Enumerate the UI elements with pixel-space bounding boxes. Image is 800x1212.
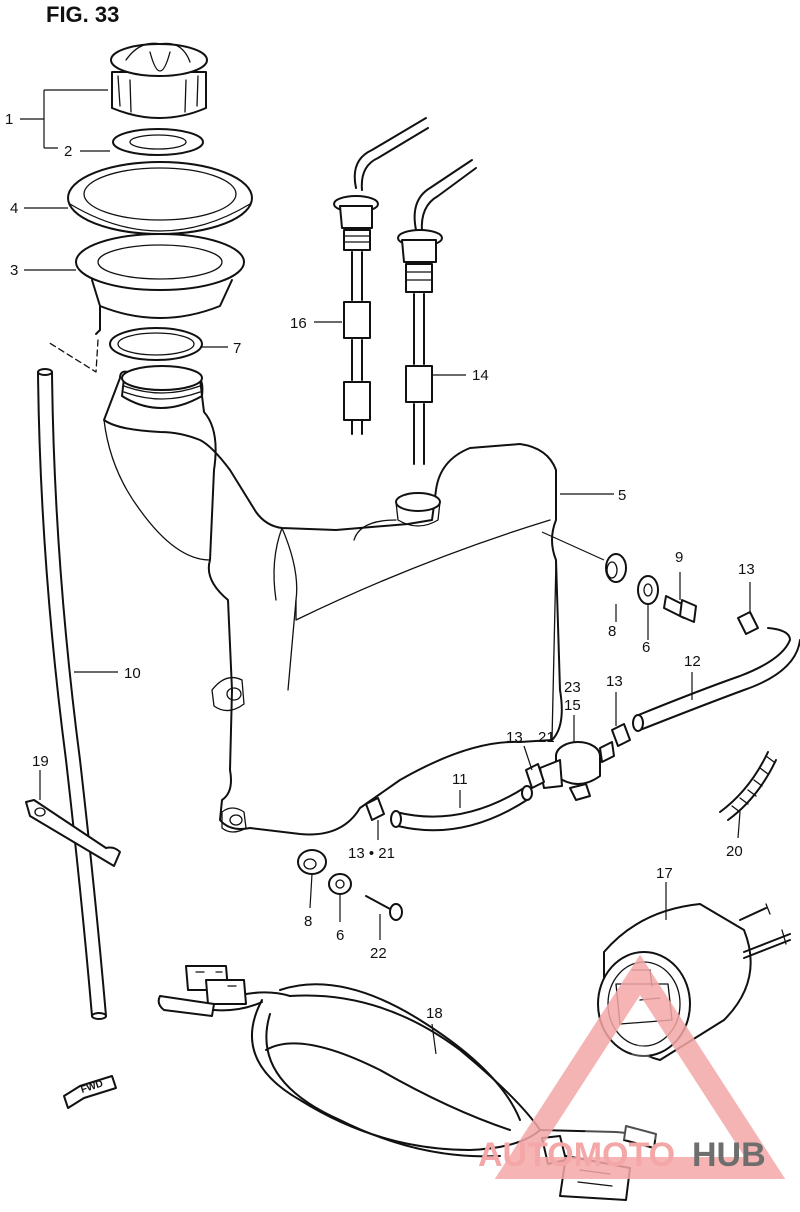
callout-11: 11 [452, 771, 468, 788]
callout-22: 22 [370, 945, 387, 962]
cap-gasket [112, 128, 204, 156]
forward-direction-arrow: FWD [63, 1075, 117, 1109]
callout-21: 21 [538, 729, 555, 746]
callout-13-21: 13 • 21 [348, 845, 395, 862]
callout-18: 18 [426, 1005, 443, 1022]
breather-hose [37, 368, 107, 1020]
assembly-dashed-line [47, 339, 99, 373]
fuel-tank [103, 365, 563, 836]
callout-7: 7 [233, 340, 241, 357]
washer-6-top [637, 575, 659, 605]
callout-19: 19 [32, 753, 49, 770]
spiral-protector [719, 751, 777, 821]
hose-12 [632, 627, 800, 732]
callout-6-b: 6 [336, 927, 344, 944]
callout-16: 16 [290, 315, 307, 332]
fuel-sender-16 [333, 117, 429, 435]
bolt-9 [663, 595, 697, 623]
filler-ring [67, 161, 253, 235]
watermark-text-automoto: AUTOMOTO [478, 1136, 675, 1174]
callout-8-a: 8 [608, 623, 616, 640]
watermark-logo [494, 954, 786, 1179]
screw-22 [365, 895, 403, 921]
callout-10: 10 [124, 665, 141, 682]
watermark-text-hub: HUB [692, 1136, 766, 1174]
callout-6-a: 6 [642, 639, 650, 656]
callout-1: 1 [5, 111, 13, 128]
callout-14: 14 [472, 367, 489, 384]
callout-2: 2 [64, 143, 72, 160]
callout-17: 17 [656, 865, 673, 882]
callout-labels: 1 2 4 3 7 16 14 5 9 13 8 6 12 13 23 15 1… [5, 111, 755, 1022]
fuel-pump [539, 741, 615, 801]
callout-5: 5 [618, 487, 626, 504]
callout-20: 20 [726, 843, 743, 860]
grommet-8-top [605, 553, 627, 583]
hose-11 [390, 785, 533, 832]
callout-12: 12 [684, 653, 701, 670]
o-ring [109, 327, 203, 361]
callout-9: 9 [675, 549, 683, 566]
callout-8-b: 8 [304, 913, 312, 930]
callout-13-c: 13 [506, 729, 523, 746]
callout-13-b: 13 [606, 673, 623, 690]
hose-clamp-bracket [25, 799, 121, 867]
callout-15: 15 [564, 697, 581, 714]
fuel-cap [110, 42, 208, 119]
callout-23: 23 [564, 679, 581, 696]
fuel-sender-14 [397, 159, 477, 465]
filler-neck [75, 233, 245, 335]
hose-clips [365, 611, 759, 821]
washer-6-bottom [328, 873, 352, 895]
leader-lines [20, 89, 751, 1055]
callout-3: 3 [10, 262, 18, 279]
callout-13-a: 13 [738, 561, 755, 578]
callout-4: 4 [10, 200, 18, 217]
grommet-8-bottom [297, 849, 327, 875]
figure-title: FIG. 33 [46, 2, 119, 27]
